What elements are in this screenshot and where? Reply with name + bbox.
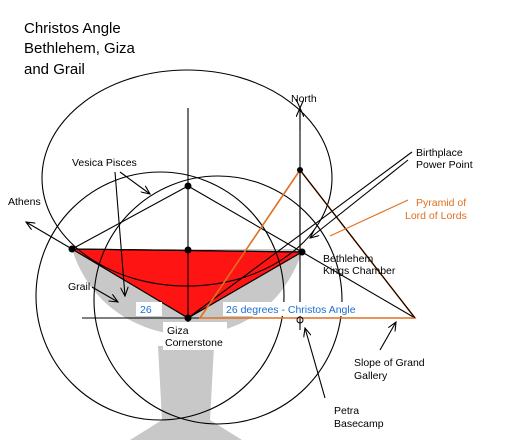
label-pyramid-2: Lord of Lords xyxy=(405,210,467,222)
vertex-giza xyxy=(184,314,192,322)
label-slope-1: Slope of Grand xyxy=(354,357,425,369)
grail-pointer xyxy=(91,286,118,302)
vertex-birthplace xyxy=(297,167,303,173)
petra-mark xyxy=(296,316,304,324)
label-slope-2: Gallery xyxy=(354,370,388,382)
label-north: North xyxy=(291,93,317,105)
label-pyramid-1: Pyramid of xyxy=(416,197,466,209)
slope-pointer xyxy=(379,322,396,351)
upper-circle xyxy=(41,69,333,287)
vesica-pointer-2 xyxy=(119,171,150,194)
label-angle-left: 26 xyxy=(140,304,152,316)
title-line-2: Bethlehem, Giza xyxy=(24,40,136,57)
vertex-top xyxy=(184,182,192,190)
title-line-1: Christos Angle xyxy=(24,20,121,37)
title-line-3: and Grail xyxy=(24,61,85,78)
diagonal-right xyxy=(187,185,303,253)
vertex-athens xyxy=(68,245,76,253)
vertex-bethlehem xyxy=(298,248,306,256)
label-petra-1: Petra xyxy=(334,405,359,417)
vesica-circle-left xyxy=(35,171,285,421)
label-birthplace-2: Power Point xyxy=(416,159,473,171)
label-athens: Athens xyxy=(8,196,41,208)
label-angle-right: 26 degrees - Christos Angle xyxy=(226,304,356,316)
label-petra-2: Basecamp xyxy=(334,418,384,430)
vesica-circle-right xyxy=(93,175,343,425)
petra-pointer xyxy=(305,328,326,399)
birthplace-pointer xyxy=(310,159,409,238)
pyramid-pointer xyxy=(329,199,409,237)
giza-bg xyxy=(163,322,227,350)
label-giza-2: Cornerstone xyxy=(165,337,223,349)
label-giza-1: Giza xyxy=(167,325,189,337)
label-vesica-pisces: Vesica Pisces xyxy=(72,157,137,169)
label-bethlehem-2: Kings Chamber xyxy=(323,265,396,277)
vertex-center xyxy=(184,246,192,254)
vesica-pointer-1 xyxy=(114,171,125,296)
label-bethlehem-1: Bethlehem xyxy=(323,253,373,265)
label-birthplace-1: Birthplace xyxy=(416,147,463,159)
diagonal-left xyxy=(71,185,189,250)
slope-upper-line xyxy=(301,251,416,319)
angle-left-bg xyxy=(136,302,162,316)
athens-line xyxy=(26,222,73,250)
angle-right-bg xyxy=(223,302,363,316)
label-grail: Grail xyxy=(68,281,90,293)
grail-stem xyxy=(130,346,242,440)
